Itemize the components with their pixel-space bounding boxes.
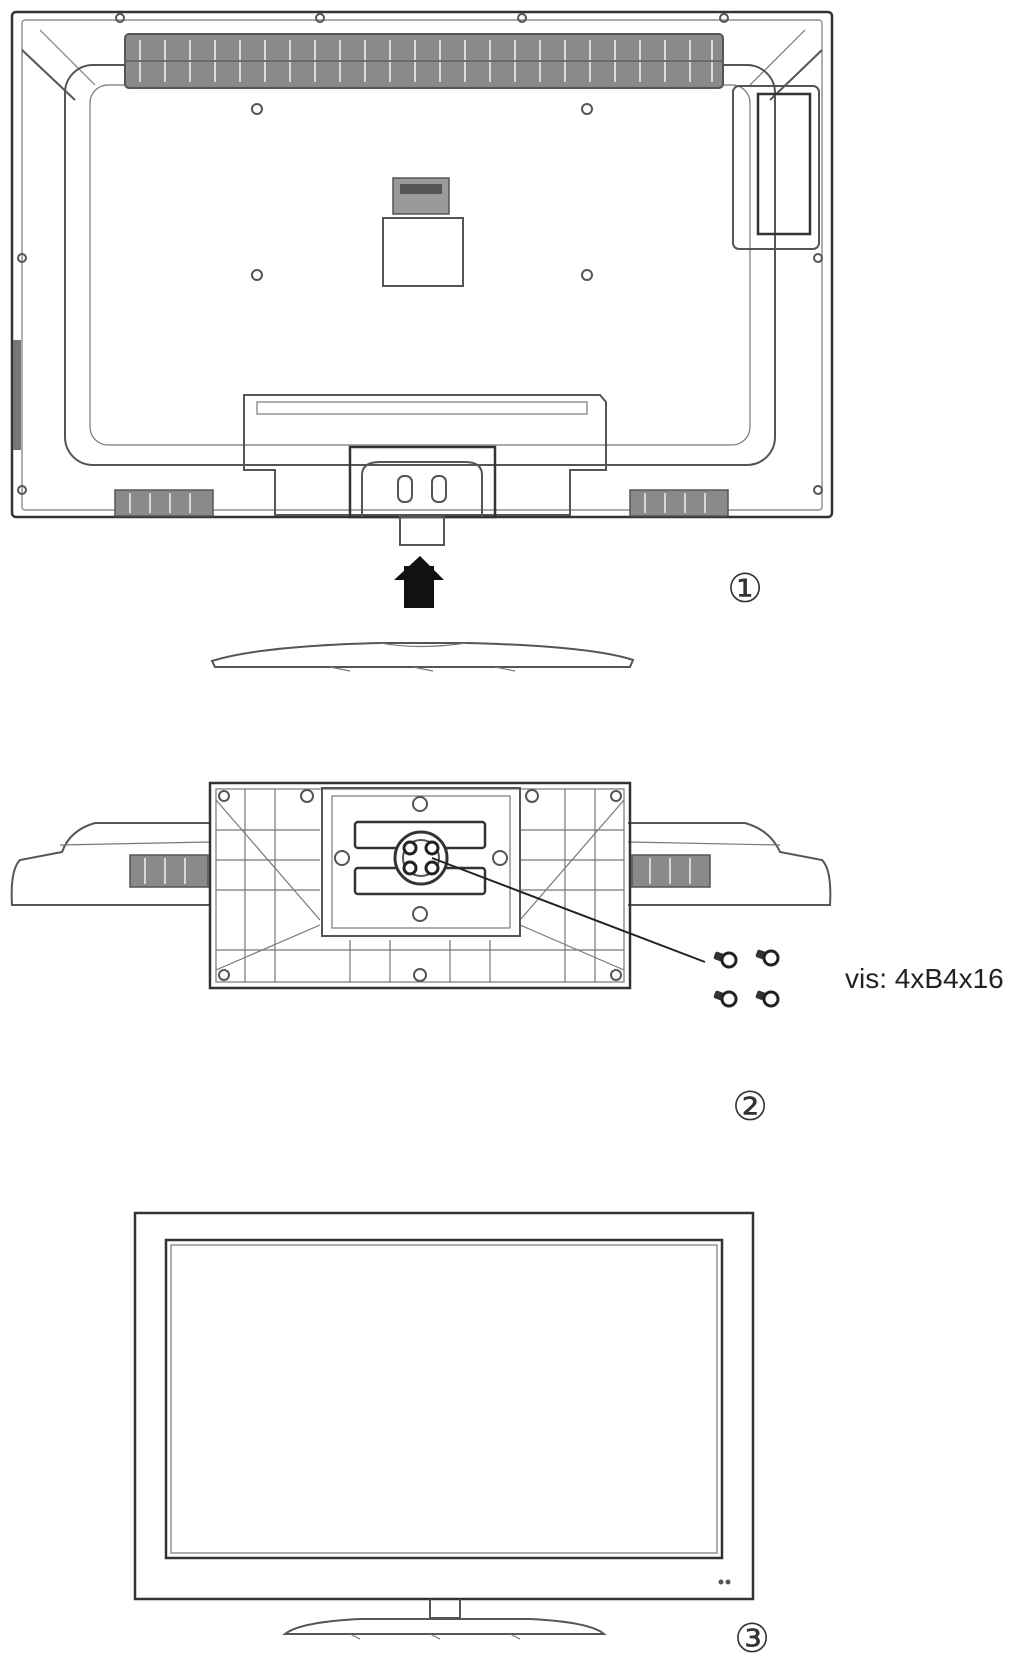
bottom-vent-left bbox=[114, 489, 214, 517]
step-number-1: ① bbox=[727, 566, 763, 612]
vesa-holes bbox=[251, 103, 593, 281]
step-number-3: ③ bbox=[734, 1616, 770, 1662]
tv-screen bbox=[164, 1238, 724, 1560]
stand-base bbox=[282, 1618, 607, 1635]
warning-label bbox=[392, 177, 450, 215]
screw-spec-label: vis: 4xB4x16 bbox=[845, 963, 1004, 994]
screws-icon bbox=[713, 949, 780, 1008]
side-vent-left bbox=[129, 854, 209, 888]
tv-front-view bbox=[133, 1211, 755, 1640]
tv-back-view bbox=[10, 10, 834, 546]
stand-neck-peg bbox=[399, 516, 445, 546]
stand-neck bbox=[429, 1599, 461, 1619]
rating-label bbox=[382, 217, 464, 287]
bottom-vent-right bbox=[629, 489, 729, 517]
stand-base-plate bbox=[208, 781, 632, 990]
tv-bottom-view bbox=[10, 822, 832, 906]
side-terminal-panel bbox=[732, 85, 820, 250]
screw-leader-line bbox=[431, 857, 706, 963]
stand-neck-socket bbox=[348, 445, 497, 519]
step-number-2: ② bbox=[732, 1084, 768, 1130]
center-mount-plate bbox=[321, 787, 521, 937]
top-screws bbox=[17, 13, 823, 495]
stand-mount-block bbox=[243, 394, 607, 516]
stand-base-profile bbox=[210, 642, 635, 672]
